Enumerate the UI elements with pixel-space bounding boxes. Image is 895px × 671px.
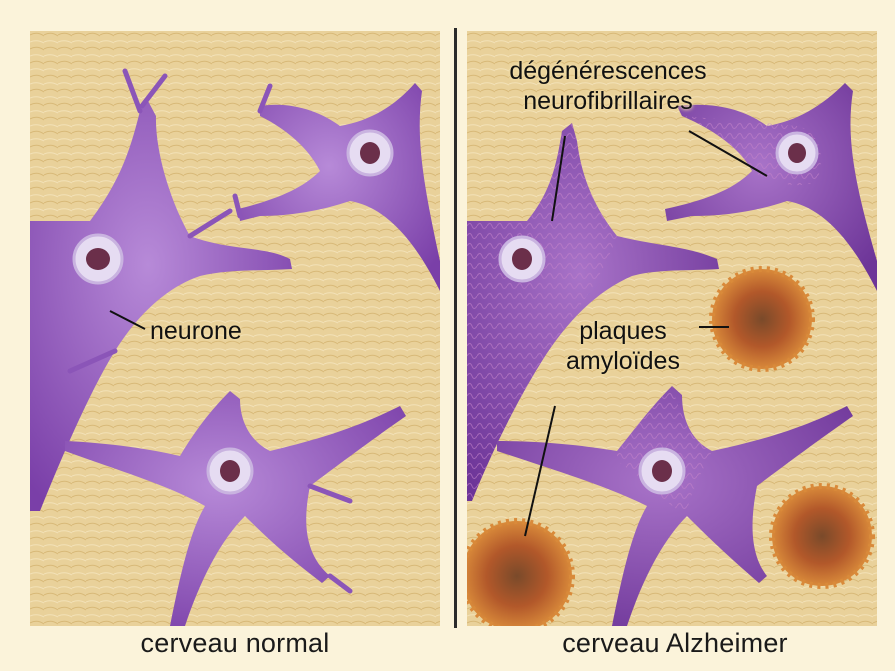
amyloid-plaques-label-line-1: plaques bbox=[548, 316, 698, 346]
nucleus bbox=[777, 133, 817, 173]
nucleus bbox=[208, 449, 252, 493]
alzheimer-brain-caption: cerveau Alzheimer bbox=[470, 628, 880, 659]
normal-brain-caption: cerveau normal bbox=[30, 628, 440, 659]
nucleus bbox=[640, 449, 684, 493]
nucleus bbox=[500, 237, 544, 281]
neurofibrillary-tangles-label-line-2: neurofibrillaires bbox=[473, 86, 743, 116]
amyloid-plaque bbox=[712, 269, 812, 369]
neurone-label: neurone bbox=[150, 316, 242, 346]
panel-divider bbox=[454, 28, 457, 628]
nucleus bbox=[348, 131, 392, 175]
amyloid-plaques-label-line-2: amyloïdes bbox=[548, 346, 698, 376]
neurofibrillary-tangles-label-line-1: dégénérescences bbox=[473, 56, 743, 86]
amyloid-plaques-label: plaques amyloïdes bbox=[548, 316, 698, 376]
amyloid-plaque bbox=[772, 486, 872, 586]
nucleus bbox=[74, 235, 122, 283]
neurofibrillary-tangles-label: dégénérescences neurofibrillaires bbox=[473, 56, 743, 116]
